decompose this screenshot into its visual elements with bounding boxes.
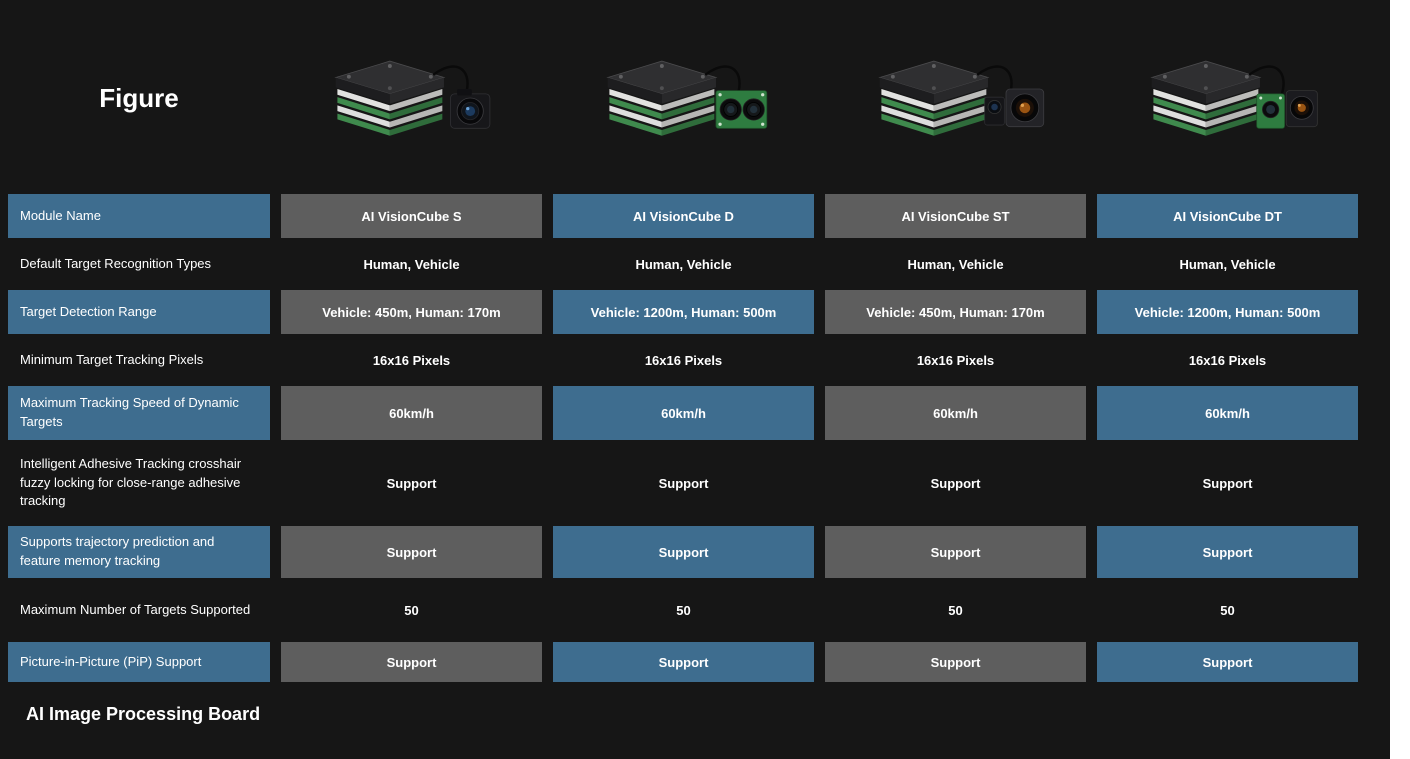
spec-value: AI VisionCube S <box>281 194 542 238</box>
camera-board-dual-lens <box>715 90 767 129</box>
product-image-cell <box>281 10 542 186</box>
row-label: Target Detection Range <box>8 290 270 334</box>
visioncube-st-product-image <box>878 59 1044 137</box>
camera-dual-device <box>983 88 1044 128</box>
row-label: Picture-in-Picture (PiP) Support <box>8 642 270 682</box>
spec-value: 60km/h <box>1097 386 1358 440</box>
spec-value: 16x16 Pixels <box>1188 352 1267 368</box>
row-label: Supports trajectory prediction and featu… <box>8 526 270 578</box>
spec-value: 50 <box>404 602 419 618</box>
product-image-cell <box>1097 10 1358 186</box>
table-row: Module Name AI VisionCube S AI VisionCub… <box>8 194 1390 238</box>
table-row: Default Target Recognition Types Human, … <box>8 242 1390 286</box>
spec-value: Support <box>825 642 1086 682</box>
table-row: Target Detection Range Vehicle: 450m, Hu… <box>8 290 1390 334</box>
spec-value: 60km/h <box>553 386 814 440</box>
spec-value: Human, Vehicle <box>635 256 732 272</box>
section-heading: AI Image Processing Board <box>26 704 261 724</box>
spec-value: 60km/h <box>281 386 542 440</box>
table-row: Supports trajectory prediction and featu… <box>8 526 1390 578</box>
table-row: Maximum Tracking Speed of Dynamic Target… <box>8 386 1390 440</box>
spec-value: 60km/h <box>825 386 1086 440</box>
spec-value: 50 <box>948 602 963 618</box>
spec-value: Support <box>1097 642 1358 682</box>
spec-value: Support <box>386 475 437 491</box>
visioncube-dt-product-image <box>1150 59 1318 137</box>
spec-value: Support <box>1097 526 1358 578</box>
spec-value: Support <box>930 475 981 491</box>
spec-value: Support <box>658 475 709 491</box>
row-label: Module Name <box>8 194 270 238</box>
product-image-cell <box>553 10 814 186</box>
table-row: Minimum Target Tracking Pixels 16x16 Pix… <box>8 338 1390 382</box>
spec-value: 16x16 Pixels <box>372 352 451 368</box>
spec-value: 50 <box>1220 602 1235 618</box>
spec-value: Vehicle: 1200m, Human: 500m <box>553 290 814 334</box>
spec-value: 50 <box>676 602 691 618</box>
spec-value: Support <box>281 526 542 578</box>
spec-value: Support <box>553 526 814 578</box>
spec-value: Support <box>281 642 542 682</box>
spec-value: AI VisionCube DT <box>1097 194 1358 238</box>
table-row: Picture-in-Picture (PiP) Support Support… <box>8 642 1390 682</box>
camera-single-lens <box>449 88 490 129</box>
spec-value: Vehicle: 450m, Human: 170m <box>281 290 542 334</box>
spec-value: Human, Vehicle <box>1179 256 1276 272</box>
spec-value: 16x16 Pixels <box>644 352 723 368</box>
spec-value: Vehicle: 450m, Human: 170m <box>825 290 1086 334</box>
figure-row: Figure <box>8 10 1390 186</box>
row-label: Intelligent Adhesive Tracking crosshair … <box>20 455 242 509</box>
row-label: Maximum Number of Targets Supported <box>20 601 251 617</box>
figure-label: Figure <box>99 82 179 113</box>
spec-value: Support <box>553 642 814 682</box>
visioncube-d-product-image <box>606 59 767 137</box>
product-image-cell <box>825 10 1086 186</box>
table-row: Maximum Number of Targets Supported 50 5… <box>8 582 1390 638</box>
row-label: Default Target Recognition Types <box>20 255 212 271</box>
row-label: Minimum Target Tracking Pixels <box>20 351 204 367</box>
spec-value: Vehicle: 1200m, Human: 500m <box>1097 290 1358 334</box>
spec-value: Human, Vehicle <box>363 256 460 272</box>
visioncube-s-product-image <box>334 59 490 137</box>
row-label: Maximum Tracking Speed of Dynamic Target… <box>8 386 270 440</box>
table-row: Intelligent Adhesive Tracking crosshair … <box>8 444 1390 522</box>
spec-value: Support <box>825 526 1086 578</box>
spec-value: AI VisionCube D <box>553 194 814 238</box>
camera-board-plus-cam <box>1255 90 1318 129</box>
spec-value: 16x16 Pixels <box>916 352 995 368</box>
spec-value: AI VisionCube ST <box>825 194 1086 238</box>
spec-value: Human, Vehicle <box>907 256 1004 272</box>
spec-value: Support <box>1202 475 1253 491</box>
